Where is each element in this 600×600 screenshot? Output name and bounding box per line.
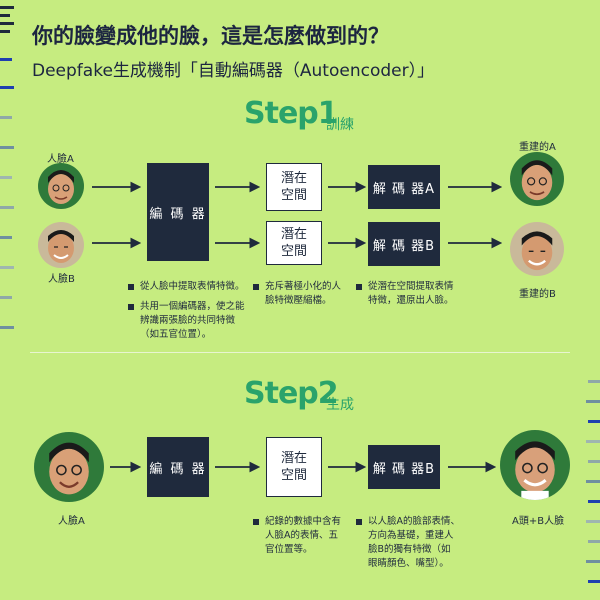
step2-input-label: 人臉A [58,516,85,527]
face-a-avatar [38,163,84,209]
step1-input-a-label: 人臉A [47,154,74,165]
step2-output-label: A頭+B人臉 [512,516,565,527]
note-item: 充斥著極小化的人臉特徵壓縮檔。 [253,280,345,308]
square-bullet-icon [356,519,362,525]
face-b-avatar [38,222,84,268]
reconstructed-a-avatar [510,152,564,206]
note-item: 從人臉中提取表情特徵。 [128,280,246,294]
step1-latent-b-box: 潛在空間 [266,221,322,265]
section-divider [30,352,570,353]
step1-decoder-b-box: 解 碼 器B [368,222,440,266]
step1-decoder-a-box: 解 碼 器A [368,165,440,209]
step1-latent-notes: 充斥著極小化的人臉特徵壓縮檔。 [253,280,345,308]
note-item: 從潛在空間提取表情特徵，還原出人臉。 [356,280,460,308]
square-bullet-icon [253,284,259,290]
step1-title: Step1 [244,96,339,131]
step1-encoder-box: 編 碼 器 [147,163,209,261]
step2-encoder-box: 編 碼 器 [147,437,209,497]
step1-encoder-notes: 從人臉中提取表情特徵。 共用一個編碼器，使之能辨識兩張臉的共同特徵（如五官位置）… [128,280,246,342]
step1-output-b-label: 重建的B [519,289,556,300]
step2-output-avatar [500,430,570,500]
step2-latent-notes: 紀錄的數據中含有人臉A的表情、五官位置等。 [253,515,345,557]
step2-decoder-notes: 以人臉A的臉部表情、方向為基礎，重建人臉B的獨有特徵（如眼睛顏色、嘴型）。 [356,515,460,571]
page-subtitle: Deepfake生成機制「自動編碼器（Autoencoder）」 [32,61,435,81]
reconstructed-b-avatar [510,222,564,276]
step2-decoder-box: 解 碼 器B [368,445,440,489]
note-item: 以人臉A的臉部表情、方向為基礎，重建人臉B的獨有特徵（如眼睛顏色、嘴型）。 [356,515,460,571]
step2-subtitle: 生成 [326,397,354,413]
square-bullet-icon [356,284,362,290]
step1-latent-a-box: 潛在空間 [266,163,322,211]
step1-decoder-notes: 從潛在空間提取表情特徵，還原出人臉。 [356,280,460,308]
step2-title: Step2 [244,376,339,411]
square-bullet-icon [128,284,134,290]
square-bullet-icon [128,304,134,310]
step2-face-a-avatar [34,432,104,502]
step1-output-a-label: 重建的A [519,142,556,153]
note-item: 共用一個編碼器，使之能辨識兩張臉的共同特徵（如五官位置）。 [128,300,246,342]
step2-latent-box: 潛在空間 [266,437,322,497]
note-item: 紀錄的數據中含有人臉A的表情、五官位置等。 [253,515,345,557]
step1-input-b-label: 人臉B [48,274,75,285]
square-bullet-icon [253,519,259,525]
step1-subtitle: 訓練 [326,117,354,133]
page-title: 你的臉變成他的臉，這是怎麼做到的？ [32,24,389,48]
